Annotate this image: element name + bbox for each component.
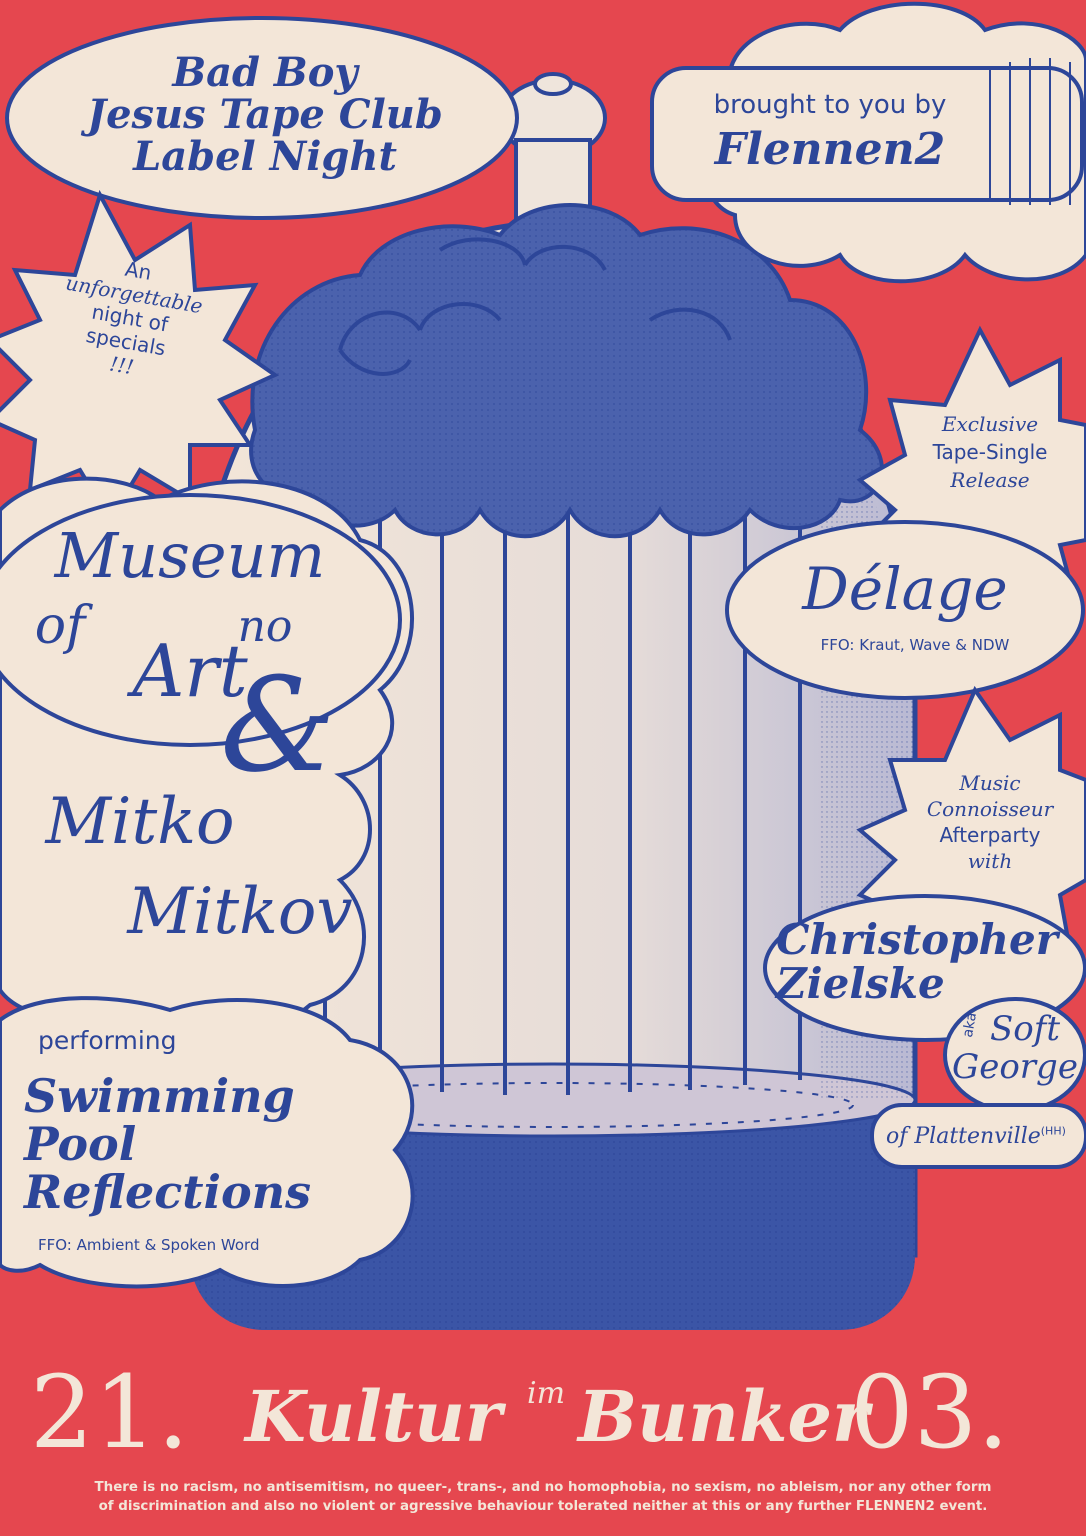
zielske-alias-1: Soft <box>989 1009 1060 1049</box>
footer-venue-in: im <box>527 1376 566 1411</box>
footer-month: 03. <box>850 1354 1010 1471</box>
footer-day: 21. <box>30 1354 190 1471</box>
plattenville-pill <box>870 1103 1086 1169</box>
right-star-top-line-2: Tape-Single <box>932 440 1048 464</box>
code-of-conduct: There is no racism, no antisemitism, no … <box>0 1478 1086 1516</box>
footer-venue-1: Kultur <box>245 1375 502 1458</box>
act2-ffo: FFO: Ambient & Spoken Word <box>38 1236 260 1254</box>
footer-venue-2: Bunker <box>578 1375 869 1458</box>
right-star-top-text: Exclusive Tape-Single Release <box>905 410 1075 494</box>
act2-performing: performing <box>38 1026 177 1055</box>
zielske-name: Christopher Zielske <box>776 918 1076 1006</box>
left-starburst <box>0 189 280 524</box>
act1-no: no <box>237 601 293 652</box>
code-of-conduct-line-1: There is no racism, no antisemitism, no … <box>94 1480 992 1495</box>
act1-mitko: Mitko <box>45 785 235 859</box>
zielske-alias-2: George <box>952 1047 1078 1087</box>
event-title: Bad Boy Jesus Tape Club Label Night <box>40 52 490 178</box>
zielske-of-plattenville: of Plattenville(HH) <box>886 1124 1086 1149</box>
presenter-intro: brought to you by <box>713 90 947 120</box>
title-line-2: Jesus Tape Club <box>87 91 443 138</box>
act1-museum: Museum <box>54 519 326 592</box>
act1-mitkov: Mitkov <box>127 875 353 949</box>
delage-name: Délage <box>802 555 1008 623</box>
title-line-3: Label Night <box>133 133 397 180</box>
right-star-mid-line-2: Connoisseur <box>926 797 1054 821</box>
act1-art: Art <box>132 629 248 713</box>
presenter-name: Flennen2 <box>714 124 946 175</box>
left-cloud <box>0 476 414 1034</box>
delage-ffo: FFO: Kraut, Wave & NDW <box>820 636 1010 654</box>
right-star-mid-text: Music Connoisseur Afterparty with <box>905 770 1075 874</box>
code-of-conduct-line-2: of discrimination and also no violent or… <box>98 1499 988 1514</box>
right-star-mid-line-4: with <box>967 849 1013 873</box>
act2-title: Swimming Pool Reflections <box>24 1072 364 1216</box>
right-star-top-line-3: Release <box>950 468 1030 492</box>
title-bubble <box>5 16 519 220</box>
plattenville-text: of Plattenville <box>886 1124 1041 1149</box>
act1-of: of <box>34 596 86 656</box>
right-star-mid-line-3: Afterparty <box>939 823 1041 847</box>
act2-line-2: Pool <box>24 1117 137 1171</box>
right-star-top-line-1: Exclusive <box>941 412 1039 436</box>
footer-date-line: 21. Kultur im Bunker 03. <box>0 1358 1086 1468</box>
title-line-1: Bad Boy <box>172 49 358 96</box>
presenter-cloud <box>650 1 1086 284</box>
right-star-mid-line-1: Music <box>959 771 1021 795</box>
zielske-line-2: Zielske <box>776 959 945 1008</box>
act1-ampersand: & <box>220 649 336 801</box>
act2-line-1: Swimming <box>24 1069 295 1123</box>
zielske-line-1: Christopher <box>776 915 1058 964</box>
plattenville-superscript: (HH) <box>1040 1124 1066 1138</box>
act2-line-3: Reflections <box>24 1165 311 1219</box>
delage-bubble <box>725 520 1085 700</box>
left-bottom-cloud <box>0 996 415 1289</box>
